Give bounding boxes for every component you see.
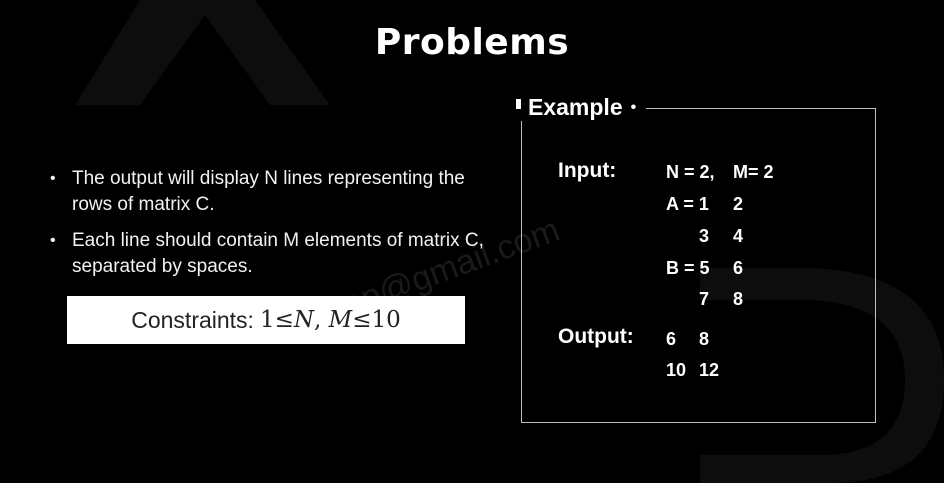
bullet-text: Each line should contain M elements of m… [72,230,484,277]
bullet-dot-icon: • [50,232,56,249]
matrix-b-cell: 7 [699,289,710,309]
example-box [521,108,876,423]
matrix-b-label: B = 5 [666,258,710,278]
bookmark-icon [516,98,521,109]
bullet-text: The output will display N lines represen… [72,168,465,215]
output-label: Output: [558,325,634,348]
matrix-a-label: A = 1 [666,194,709,214]
bullet-list: • The output will display N lines repres… [50,166,490,290]
matrix-b-cell: 8 [733,289,744,309]
leq-symbol: ≤ [274,307,294,333]
matrix-b-cell: 6 [733,258,744,278]
bullet-item: • The output will display N lines repres… [50,166,490,218]
input-label: Input: [558,159,617,182]
bullet-dot-icon: • [50,170,56,187]
leq-symbol: ≤ [352,307,372,333]
constraints-box: Constraints: 1≤N, M≤10 [67,296,465,344]
matrix-a-cell: 4 [733,226,744,246]
constraints-formula: 1≤N, M≤10 [259,307,401,333]
page-title: Problems [374,22,570,63]
n-value: N = 2, [666,162,715,182]
matrix-a-cell: 3 [699,226,710,246]
output-cell: 6 [666,329,677,349]
output-cell: 8 [699,329,710,349]
output-cell: 12 [699,360,720,380]
bullet-item: • Each line should contain M elements of… [50,228,490,280]
constraints-label: Constraints: [131,306,254,333]
example-heading: Example • [512,94,647,121]
matrix-a-cell: 2 [733,194,744,214]
dot-icon: • [630,98,637,116]
output-cell: 10 [666,360,687,380]
m-value: M= 2 [733,162,774,182]
